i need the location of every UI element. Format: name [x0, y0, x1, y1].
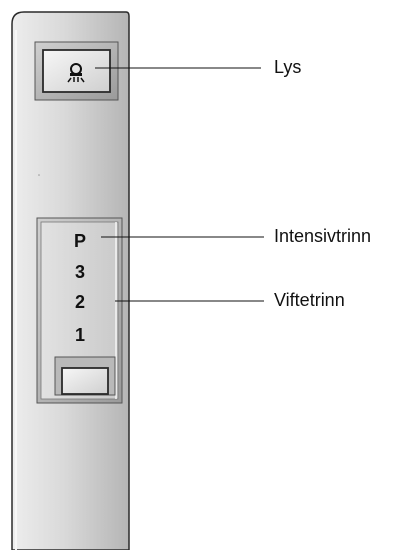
fan-level-3: 3 — [74, 262, 85, 282]
fan-level-p: P — [73, 231, 86, 251]
fan-level-1: 1 — [74, 325, 85, 345]
callout-intensive: Intensivtrinn — [274, 226, 372, 246]
fan-slider-knob[interactable] — [54, 356, 116, 396]
panel-speck — [38, 174, 40, 176]
light-button-drawing[interactable] — [34, 41, 119, 101]
callout-fan: Viftetrinn — [274, 290, 345, 310]
callout-light: Lys — [274, 57, 302, 77]
light-bulb-icon — [67, 63, 85, 83]
fan-level-2: 2 — [74, 292, 85, 312]
